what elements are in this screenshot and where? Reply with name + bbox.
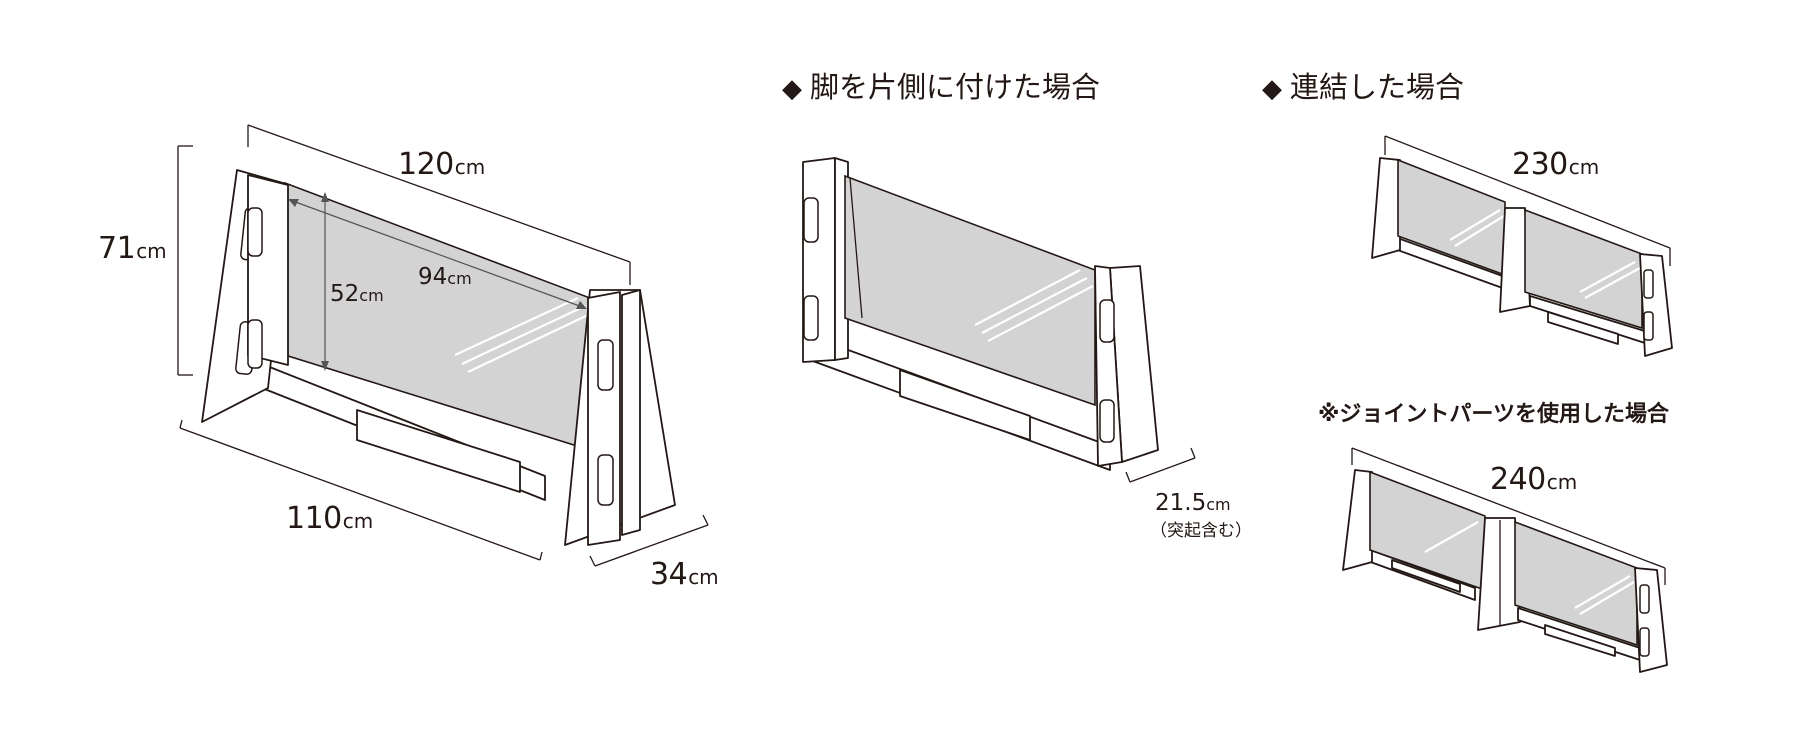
panel-width-value: 94 [418, 264, 448, 290]
depth-value: 34 [650, 557, 688, 592]
height-label: 71cm [98, 234, 167, 264]
diamond-bullet-icon: ◆ [782, 74, 802, 104]
joint-width-unit: cm [1546, 470, 1578, 494]
one-side-depth-label: 21.5cm [1155, 492, 1231, 515]
height-unit: cm [136, 239, 167, 263]
joint-part [1477, 517, 1521, 631]
one-side-depth-value: 21.5 [1155, 490, 1207, 516]
dimension-line-120 [247, 124, 631, 263]
depth-unit: cm [688, 565, 719, 589]
base-slot [356, 409, 521, 493]
linked-width-unit: cm [1568, 155, 1600, 179]
panel-width-unit: cm [447, 269, 472, 288]
width-top-label: 120cm [398, 150, 485, 180]
panel-width-arrow [289, 199, 586, 309]
dimension-line-230 [1384, 135, 1671, 249]
acrylic-panel [844, 174, 1096, 407]
joint-parts-illustration [1342, 447, 1668, 673]
joint-width-label: 240cm [1490, 465, 1577, 495]
panel-height-unit: cm [359, 286, 384, 305]
one-side-depth-unit: cm [1206, 495, 1231, 514]
width-top-value: 120 [398, 147, 454, 182]
depth-label: 34cm [650, 560, 719, 590]
panel-height-value: 52 [330, 281, 360, 307]
one-side-feet-illustration [802, 157, 1196, 483]
right-upright [587, 291, 621, 546]
width-top-unit: cm [454, 155, 486, 179]
main-partition-illustration [177, 124, 709, 567]
linked-heading-text: 連結した場合 [1290, 70, 1465, 104]
one-side-heading: ◆ 脚を片側に付けた場合 [782, 70, 1101, 104]
linked-width-label: 230cm [1512, 150, 1599, 180]
panel-height-label: 52cm [330, 283, 384, 306]
joint-width-value: 240 [1490, 462, 1546, 497]
dimension-line-21-5 [1129, 457, 1196, 483]
one-side-depth-note: （突起含む） [1150, 521, 1252, 541]
right-foot-hole [597, 339, 614, 391]
dimension-line-110 [179, 427, 541, 561]
linked-width-value: 230 [1512, 147, 1568, 182]
width-bottom-label: 110cm [286, 504, 373, 534]
linked-partitions-illustration [1371, 135, 1673, 357]
height-value: 71 [98, 231, 136, 266]
one-side-heading-text: 脚を片側に付けた場合 [810, 70, 1101, 104]
diamond-bullet-icon: ◆ [1262, 74, 1282, 104]
linked-heading: ◆ 連結した場合 [1262, 70, 1465, 104]
dimension-line-240 [1351, 447, 1666, 569]
width-bottom-unit: cm [342, 509, 374, 533]
panel-width-label: 94cm [418, 266, 472, 289]
dimension-line-34 [594, 524, 709, 567]
width-bottom-value: 110 [286, 501, 342, 536]
joint-note: ※ジョイントパーツを使用した場合 [1318, 402, 1669, 427]
